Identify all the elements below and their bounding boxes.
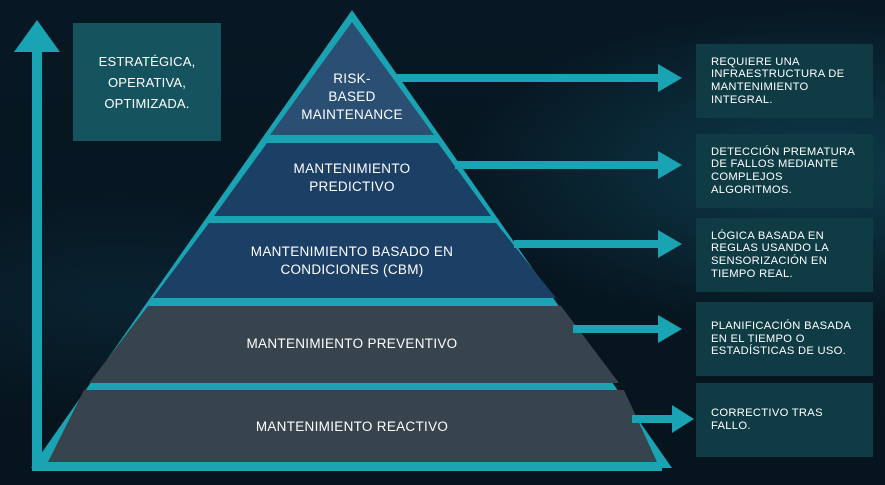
- description-text: LÓGICA BASADA EN REGLAS USANDO LA SENSOR…: [711, 229, 829, 280]
- description-cbm: LÓGICA BASADA EN REGLAS USANDO LA SENSOR…: [696, 218, 873, 292]
- tier-cbm: [153, 223, 556, 298]
- arrow-reactive: [632, 405, 694, 433]
- label-cbm: MANTENIMIENTO BASADO EN CONDICIONES (CBM…: [250, 244, 454, 277]
- label-predictive: MANTENIMIENTO PREDICTIVO: [293, 161, 411, 194]
- vertical-axis-line: [32, 50, 42, 470]
- arrow-preventive: [573, 315, 682, 343]
- tier-predictive: [214, 143, 491, 216]
- arrow-risk-based: [397, 64, 682, 92]
- description-text: PLANIFICACIÓN BASADA EN EL TIEMPO O ESTA…: [711, 320, 852, 358]
- tier-reactive: [48, 390, 657, 462]
- vertical-axis-arrowhead: [14, 20, 60, 52]
- label-preventive: MANTENIMIENTO PREVENTIVO: [246, 336, 458, 351]
- description-reactive: CORRECTIVO TRAS FALLO.: [696, 383, 873, 457]
- arrow-predictive: [455, 151, 682, 179]
- description-preventive: PLANIFICACIÓN BASADA EN EL TIEMPO O ESTA…: [696, 302, 873, 376]
- goal-text: ESTRATÉGICA, OPERATIVA, OPTIMIZADA.: [98, 53, 196, 111]
- description-text: DETECCIÓN PREMATURA DE FALLOS MEDIANTE C…: [711, 145, 856, 196]
- arrow-cbm: [514, 230, 682, 258]
- goal-box: ESTRATÉGICA, OPERATIVA, OPTIMIZADA.: [73, 23, 221, 141]
- description-risk-based: REQUIERE UNA INFRAESTRUCTURA DE MANTENIM…: [696, 44, 873, 118]
- description-text: CORRECTIVO TRAS FALLO.: [711, 407, 823, 432]
- label-reactive: MANTENIMIENTO REACTIVO: [255, 419, 449, 434]
- description-predictive: DETECCIÓN PREMATURA DE FALLOS MEDIANTE C…: [696, 134, 873, 208]
- description-text: REQUIERE UNA INFRAESTRUCTURA DE MANTENIM…: [711, 55, 845, 106]
- tier-preventive: [89, 306, 619, 383]
- label-risk-based: RISK- BASED MAINTENANCE: [301, 71, 403, 122]
- tier-risk-based: [270, 22, 434, 135]
